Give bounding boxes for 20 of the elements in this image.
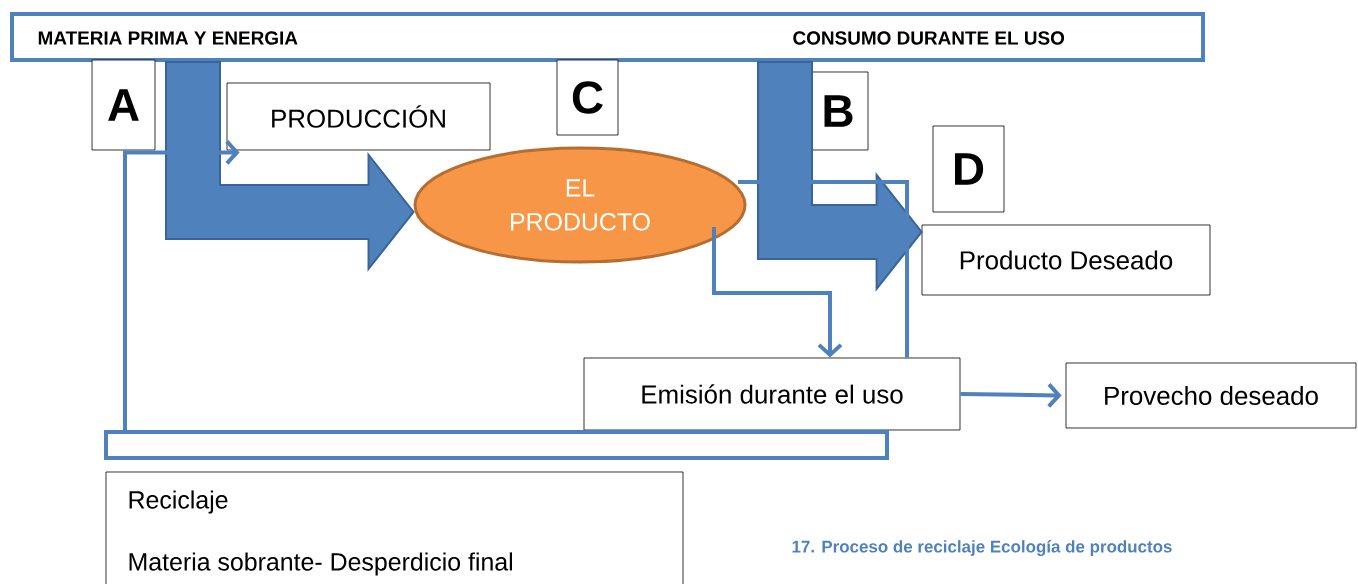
caption: 17. Proceso de reciclaje Ecología de productos	[792, 540, 1172, 556]
letter-box: B	[807, 71, 869, 151]
banner-text: CONSUMO DURANTE EL USO	[793, 31, 1065, 45]
text-box: Emisión durante el uso	[583, 357, 961, 431]
arrow	[123, 140, 240, 430]
text-box: PRODUCCIÓN	[226, 82, 491, 151]
letter-box: A	[91, 59, 156, 151]
letter-box: D	[932, 125, 1005, 213]
connector-line	[738, 180, 909, 358]
block-arrow	[757, 61, 923, 292]
letter-box: C	[556, 59, 619, 136]
arrow	[712, 227, 843, 358]
block-arrow	[165, 61, 415, 272]
text-box: Provecho deseado	[1065, 362, 1357, 429]
box-text: Reciclaje	[129, 490, 228, 514]
box-text: Materia sobrante- Desperdicio final	[129, 552, 513, 576]
text-box: Producto Deseado	[921, 224, 1211, 296]
banner-box	[104, 430, 889, 460]
banner-text: MATERIA PRIMA Y ENERGIA	[38, 31, 298, 45]
arrow	[960, 383, 1062, 408]
